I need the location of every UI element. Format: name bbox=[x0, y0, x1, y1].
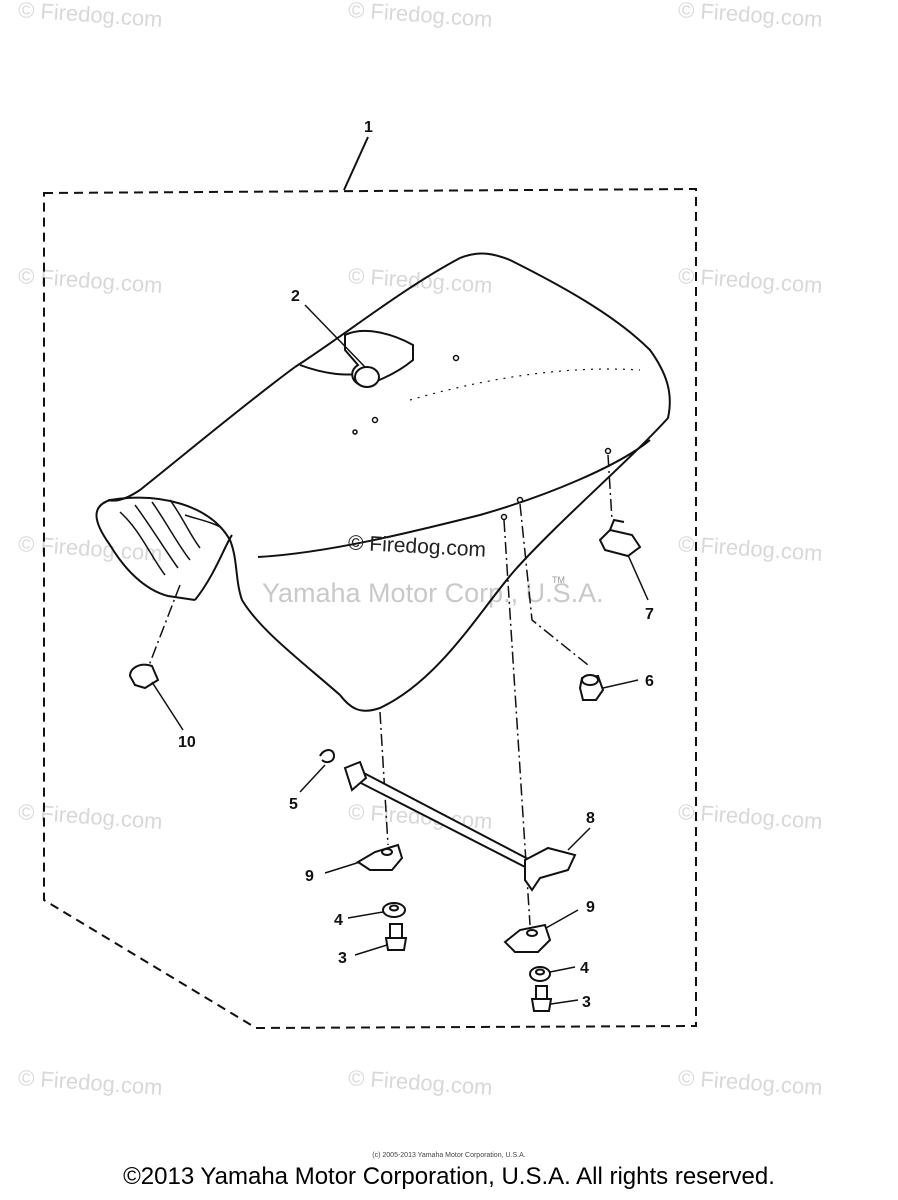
callout-3b: 3 bbox=[582, 994, 591, 1011]
small-copyright: (c) 2005-2013 Yamaha Motor Corporation, … bbox=[372, 1152, 526, 1159]
callout-9a: 9 bbox=[305, 868, 314, 885]
leader-3a bbox=[354, 944, 388, 956]
seat bbox=[95, 252, 671, 712]
part-8-rod-bracket bbox=[343, 760, 577, 892]
part-9-bracket-right bbox=[503, 923, 552, 953]
assembly-boundary bbox=[43, 187, 697, 1030]
callout-8: 8 bbox=[586, 810, 595, 827]
part-3-bolt-left bbox=[384, 923, 408, 951]
callout-1: 1 bbox=[364, 119, 373, 136]
leader-10 bbox=[151, 681, 184, 731]
part-10-damper bbox=[128, 663, 160, 690]
callout-3a: 3 bbox=[338, 950, 347, 967]
part-3-bolt-right bbox=[530, 985, 553, 1012]
callout-6: 6 bbox=[645, 673, 654, 690]
leader-9a bbox=[324, 861, 361, 874]
leader-5 bbox=[299, 764, 326, 793]
leader-9b bbox=[545, 909, 579, 929]
leader-7 bbox=[627, 554, 649, 601]
callout-7: 7 bbox=[645, 606, 654, 623]
part-4-washer-right bbox=[529, 966, 551, 982]
mount-holes bbox=[352, 354, 612, 521]
callout-4b: 4 bbox=[580, 960, 589, 977]
tm-mark: TM bbox=[552, 575, 565, 585]
leader-2 bbox=[304, 304, 366, 368]
assembly-leaders bbox=[147, 454, 613, 926]
callout-4a: 4 bbox=[334, 912, 343, 929]
part-7-clip bbox=[598, 518, 642, 558]
part-4-washer-left bbox=[382, 902, 406, 918]
callout-10: 10 bbox=[178, 734, 196, 751]
part-6-damper bbox=[578, 674, 605, 701]
leader-1 bbox=[343, 136, 369, 191]
leader-4b bbox=[549, 966, 576, 973]
yamaha-watermark: Yamaha Motor Corp., U.S.A. bbox=[262, 578, 604, 608]
leader-3b bbox=[550, 999, 579, 1005]
part-9-bracket-left bbox=[356, 843, 404, 871]
callout-9b: 9 bbox=[586, 899, 595, 916]
callout-2: 2 bbox=[291, 288, 300, 305]
leader-6 bbox=[602, 679, 639, 689]
callout-5: 5 bbox=[289, 796, 298, 813]
part-5-clip bbox=[319, 749, 336, 764]
copyright-notice: ©2013 Yamaha Motor Corporation, U.S.A. A… bbox=[123, 1163, 775, 1190]
leader-8 bbox=[567, 827, 591, 851]
leader-4a bbox=[347, 911, 384, 919]
part-2-grab-handle bbox=[344, 329, 414, 388]
